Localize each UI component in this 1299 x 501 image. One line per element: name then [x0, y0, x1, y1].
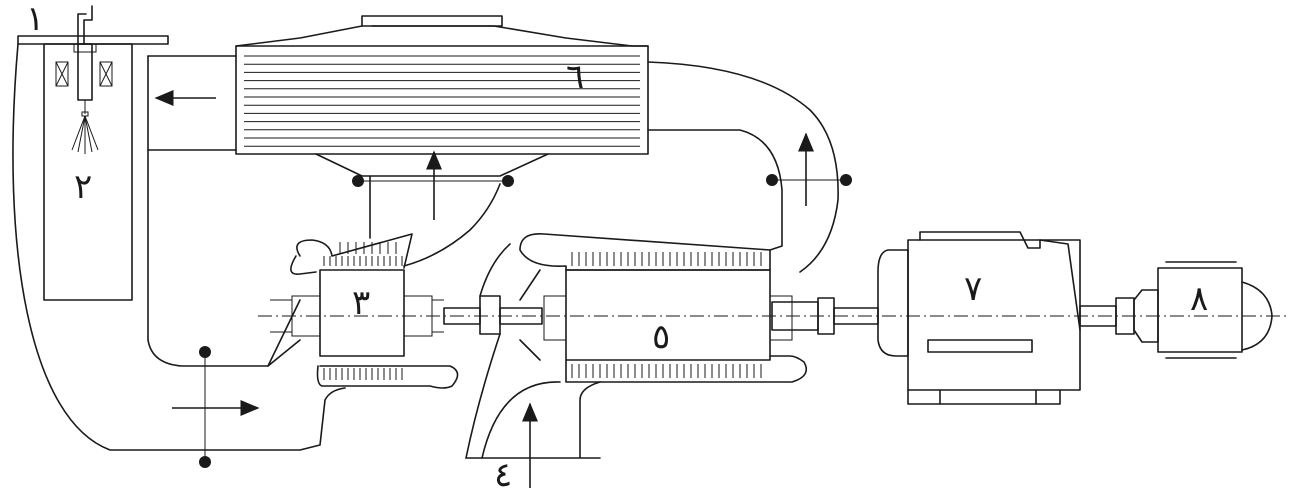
turbine — [267, 175, 501, 389]
label-regenerator: ٦ — [566, 57, 585, 97]
label-generator: ٧ — [964, 269, 983, 309]
exciter — [1133, 261, 1273, 359]
label-combustion-chamber: ٢ — [74, 167, 93, 207]
compressor — [465, 233, 808, 488]
combustion-chamber — [17, 35, 169, 301]
fuel-burner — [71, 5, 99, 154]
label-burner: ١ — [26, 0, 45, 39]
regenerator — [235, 15, 852, 273]
hot-gas-duct — [12, 43, 346, 468]
label-turbine: ٣ — [352, 283, 371, 323]
main-shaft — [258, 295, 1290, 335]
label-air-inlet: ٤ — [494, 455, 513, 495]
label-exciter: ٨ — [1190, 279, 1209, 319]
generator — [877, 231, 1081, 405]
label-compressor: ٥ — [652, 317, 671, 357]
